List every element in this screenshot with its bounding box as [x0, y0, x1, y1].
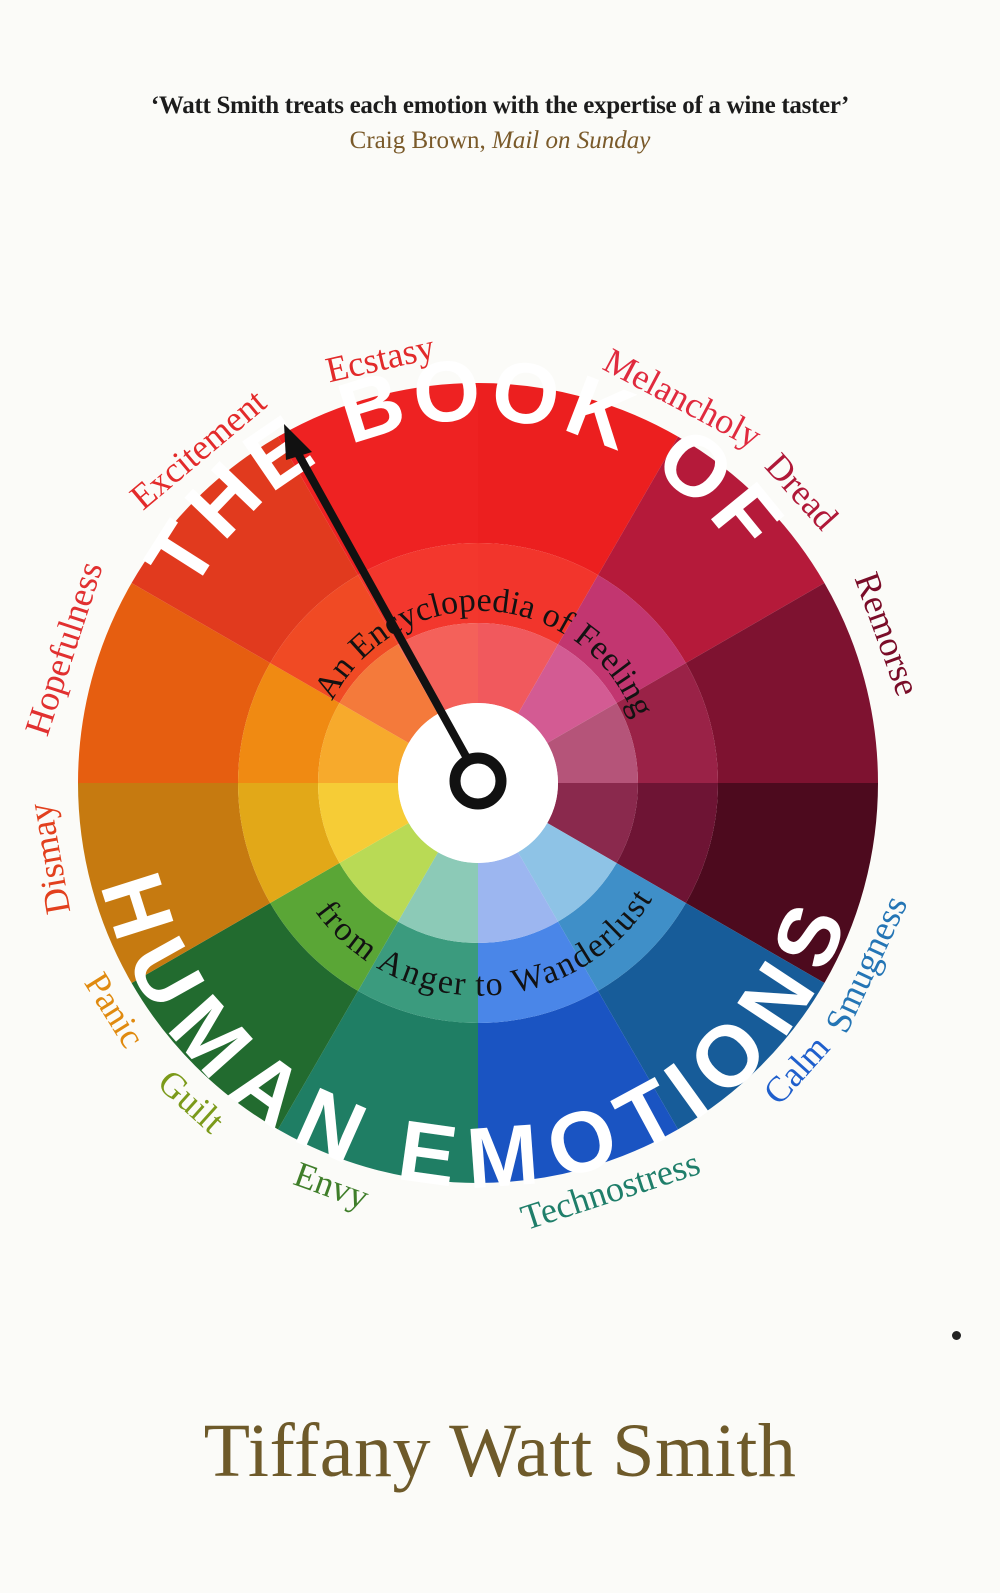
outer-ring-segment: [278, 990, 478, 1183]
middle-ring-segment: [558, 863, 686, 991]
inner-ring-segment: [518, 823, 617, 922]
pointer-shaft: [292, 446, 472, 764]
inner-ring-segment: [339, 644, 438, 743]
middle-ring-segment: [270, 575, 398, 703]
middle-ring-segment: [478, 543, 598, 645]
inner-ring-segment: [318, 783, 409, 863]
outer-ring-segment: [131, 903, 358, 1130]
author-name: Tiffany Watt Smith: [203, 1409, 797, 1493]
pointer-arrowhead: [284, 424, 312, 460]
middle-ring-segment: [358, 921, 478, 1023]
wheel-segments: [78, 383, 878, 1183]
outer-ring-segment: [598, 903, 825, 1130]
middle-ring-segment: [478, 921, 598, 1023]
wheel-pointer: [284, 424, 507, 810]
outer-ring-segment: [78, 583, 271, 783]
outer-ring-segment: [685, 783, 878, 983]
quote-attribution: Craig Brown, Mail on Sunday: [0, 127, 1000, 155]
outer-ring-segment: [278, 383, 478, 576]
attribution-name: Craig Brown,: [349, 127, 486, 154]
outer-ring-segment: [131, 436, 358, 663]
inner-ring-segment: [398, 623, 478, 714]
cover-quote: ‘Watt Smith treats each emotion with the…: [150, 92, 850, 119]
middle-ring-segment: [558, 575, 686, 703]
emotion-label: Dismay: [19, 800, 78, 917]
outer-ring-segment: [78, 783, 271, 983]
pointer-hub: [449, 752, 507, 810]
inner-ring-segment: [547, 783, 638, 863]
middle-ring-segment: [270, 863, 398, 991]
middle-ring-segment: [238, 663, 340, 783]
inner-ring-segment: [398, 852, 478, 943]
inner-ring-segment: [547, 703, 638, 783]
stray-dot: [952, 1331, 961, 1340]
inner-ring-segment: [478, 623, 558, 714]
outer-ring-segment: [478, 383, 678, 576]
middle-ring-segment: [616, 783, 718, 903]
outer-ring-segment: [598, 436, 825, 663]
inner-ring-segment: [318, 703, 409, 783]
inner-ring-segment: [478, 852, 558, 943]
middle-ring-segment: [238, 783, 340, 903]
inner-ring-segment: [339, 823, 438, 922]
attribution-publication: Mail on Sunday: [492, 127, 651, 154]
outer-ring-segment: [478, 990, 678, 1183]
inner-ring-segment: [518, 644, 617, 743]
outer-ring-segment: [685, 583, 878, 783]
middle-ring-segment: [616, 663, 718, 783]
